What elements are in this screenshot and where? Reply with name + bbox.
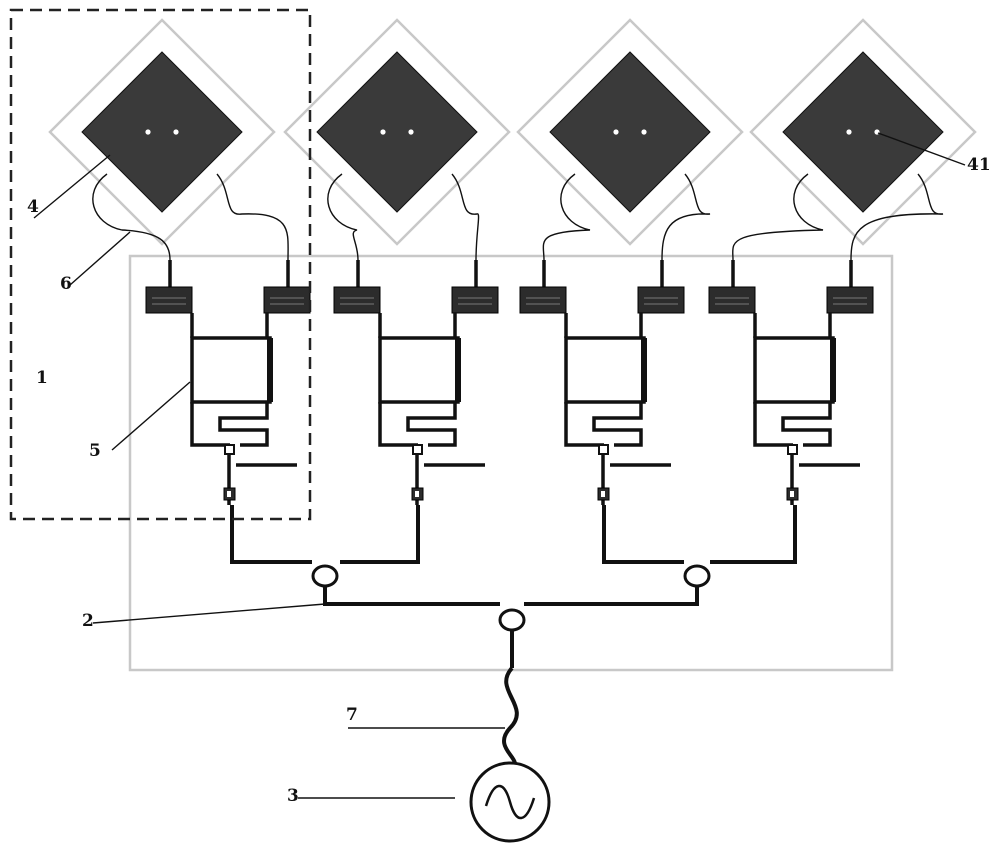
connector [263, 286, 311, 314]
radiating-patch [549, 51, 711, 213]
connector [708, 286, 756, 314]
radiating-patch [782, 51, 944, 213]
connection-cable [327, 173, 359, 261]
meander-line [592, 402, 643, 447]
feed-point [846, 129, 852, 135]
phase-line [378, 402, 418, 447]
connection-cable [732, 173, 824, 261]
port-connector-detail [790, 491, 794, 497]
connector [145, 286, 193, 314]
connector [519, 286, 567, 314]
phase-line [753, 402, 793, 447]
junction [598, 444, 609, 455]
meander-line [406, 402, 457, 447]
signal-source [469, 761, 551, 843]
phase-line [564, 402, 604, 447]
feed-network [230, 505, 797, 668]
feed-point [145, 129, 151, 135]
connector [333, 286, 381, 314]
label-connection-cable: 6 [60, 274, 72, 294]
feed-point [408, 129, 414, 135]
label-feed-network: 2 [82, 611, 94, 631]
connection-cable [661, 173, 711, 261]
antenna-units [48, 18, 977, 505]
phase-line [190, 402, 230, 447]
hybrid-coupler [753, 336, 835, 404]
connection-cable [542, 173, 591, 261]
feed-point [613, 129, 619, 135]
junction [412, 444, 423, 455]
connection-cable [216, 173, 289, 261]
leader-lines [33, 132, 966, 799]
port-connector-detail [227, 491, 231, 497]
port-connector-detail [415, 491, 419, 497]
antenna-unit-boundary [9, 8, 312, 521]
label-radiating-patch: 4 [27, 197, 39, 217]
meander-line [781, 402, 832, 447]
connection-cable [92, 173, 171, 261]
hybrid-coupler [378, 336, 460, 404]
radiating-patch [316, 51, 478, 213]
feed-point [173, 129, 179, 135]
junction [787, 444, 798, 455]
label-signal-source: 3 [287, 786, 299, 806]
meander-line [218, 402, 269, 447]
junction [224, 444, 235, 455]
label-antenna-unit: 1 [36, 368, 48, 388]
feed-point [641, 129, 647, 135]
power-divider-right [683, 564, 711, 588]
feed-point [380, 129, 386, 135]
connection-cable [451, 173, 480, 261]
radiating-patch [81, 51, 243, 213]
connection-cable [850, 173, 944, 261]
connector [451, 286, 499, 314]
label-phase-circuit: 5 [89, 441, 101, 461]
hybrid-coupler [190, 336, 272, 404]
feed-board [128, 254, 894, 672]
power-divider-main [498, 608, 526, 632]
label-source-cable: 7 [346, 705, 358, 725]
port-connector-detail [601, 491, 605, 497]
power-divider-left [311, 564, 339, 588]
source-cable [502, 666, 519, 772]
connector [826, 286, 874, 314]
hybrid-coupler [564, 336, 646, 404]
connector [637, 286, 685, 314]
label-feed-point: 41 [967, 155, 991, 175]
